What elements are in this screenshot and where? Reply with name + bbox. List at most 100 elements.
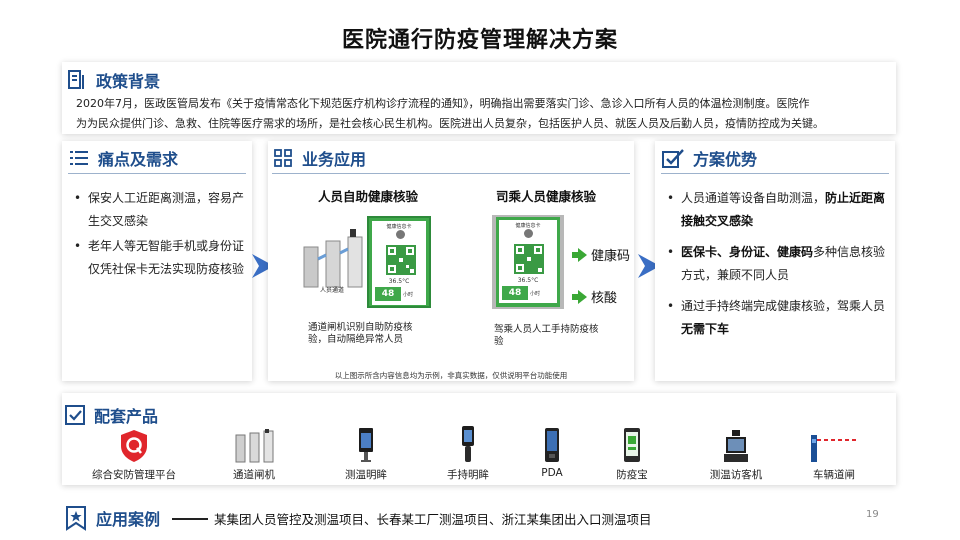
product-label: PDA xyxy=(541,467,563,479)
product-item: 防疫宝 xyxy=(582,423,682,482)
list-item: 通过手持终端完成健康核验，驾乘人员无需下车 xyxy=(665,295,890,341)
avatar xyxy=(396,230,405,239)
epidemic-device-icon xyxy=(624,428,640,462)
nucleic-label: 核酸 xyxy=(570,287,617,306)
product-label: 防疫宝 xyxy=(616,469,648,481)
product-label: 手持明眸 xyxy=(447,469,489,481)
item-text: 通过手持终端完成健康核验，驾乘人员 xyxy=(681,299,886,313)
avatar xyxy=(524,229,533,238)
cases-dash xyxy=(172,518,208,520)
list-icon xyxy=(70,151,88,165)
temperature-terminal-icon xyxy=(359,428,373,462)
document-icon xyxy=(68,70,84,89)
business-heading: 业务应用 xyxy=(302,150,367,169)
pain-heading: 痛点及需求 xyxy=(98,150,179,169)
bookmark-star-icon xyxy=(66,506,86,531)
pain-header: 痛点及需求 xyxy=(68,146,178,170)
barrier-gate-icon xyxy=(811,435,857,462)
nucleic-text: 核酸 xyxy=(591,291,618,306)
list-item: 医保卡、身份证、健康码多种信息核验方式，兼顾不同人员 xyxy=(665,241,890,287)
advantage-list: 人员通道等设备自助测温，防止近距离接触交叉感染 医保卡、身份证、健康码多种信息核… xyxy=(665,187,890,349)
list-item: 人员通道等设备自助测温，防止近距离接触交叉感染 xyxy=(665,187,890,233)
product-item: 综合安防管理平台 xyxy=(84,423,184,482)
products-header: 配套产品 xyxy=(64,403,158,427)
self-check-caption: 通道闸机识别自助防疫核验，自动隔绝异常人员 xyxy=(308,322,413,345)
page-number: 19 xyxy=(866,509,879,520)
product-item: 测温明眸 xyxy=(316,423,416,482)
item-text: 人员通道等设备自助测温， xyxy=(681,191,826,205)
visitor-kiosk-icon xyxy=(724,430,748,462)
product-item: 通道闸机 xyxy=(204,423,304,482)
turnstile-illustration xyxy=(303,229,363,288)
turnstile-icon xyxy=(235,429,274,463)
health-code-label: 健康码 xyxy=(570,245,630,264)
green-arrow-icon xyxy=(572,247,587,262)
temperature-value: 36.5°C xyxy=(517,277,539,284)
pain-list: 保安人工近距离测温，容易产生交叉感染 老年人等无智能手机或身份证仅凭社保卡无法实… xyxy=(72,187,244,283)
disclaimer-note: 以上图示所含内容信息均为示例，非真实数据，仅供说明平台功能使用 xyxy=(334,371,568,380)
grid-icon xyxy=(274,149,292,167)
page-title: 医院通行防疫管理解决方案 xyxy=(341,28,618,53)
pain-card: 痛点及需求 保安人工近距离测温，容易产生交叉感染 老年人等无智能手机或身份证仅凭… xyxy=(62,141,252,381)
qr-code-icon xyxy=(514,244,544,274)
item-highlight: 无需下车 xyxy=(681,322,730,336)
health-code-screen: 健康信息卡 36.5°C 48 小时 xyxy=(367,216,431,308)
checkbox-icon xyxy=(65,405,85,425)
item-highlight: 防止近距离接触交叉感染 xyxy=(681,191,886,228)
policy-header: 政策背景 xyxy=(66,68,160,92)
temperature-value: 36.5°C xyxy=(388,278,410,285)
cases-heading: 应用案例 xyxy=(96,510,161,529)
product-item: 车辆道闸 xyxy=(784,423,884,482)
health-code-text: 健康码 xyxy=(591,249,631,264)
divider xyxy=(272,173,630,174)
arrow-right-icon xyxy=(638,254,660,278)
product-item: 手持明眸 xyxy=(418,423,518,482)
product-item: 测温访客机 xyxy=(686,423,786,482)
hours-number: 48 xyxy=(381,289,395,299)
gate-label: 人员通道 xyxy=(320,287,345,294)
item-highlight: 医保卡、身份证、健康码 xyxy=(681,245,814,259)
policy-line-1: 2020年7月，医政医管局发布《关于疫情常态化下规范医疗机构诊疗流程的通知》，明… xyxy=(76,97,810,110)
screen-header: 健康信息卡 xyxy=(515,223,541,229)
list-item: 老年人等无智能手机或身份证仅凭社保卡无法实现防疫核验 xyxy=(72,235,244,281)
list-item: 保安人工近距离测温，容易产生交叉感染 xyxy=(72,187,244,233)
advantage-header: 方案优势 xyxy=(661,146,757,170)
green-arrow-icon xyxy=(572,289,587,304)
handheld-terminal-icon xyxy=(462,426,474,462)
product-label: 通道闸机 xyxy=(233,469,275,481)
policy-text: 2020年7月，医政医管局发布《关于疫情常态化下规范医疗机构诊疗流程的通知》，明… xyxy=(76,94,891,134)
product-label: 车辆道闸 xyxy=(813,469,855,481)
qr-code-icon xyxy=(386,245,416,275)
driver-health-code-screen: 健康信息卡 36.5°C 48 小时 xyxy=(492,215,564,309)
cases-text: 某集团人员管控及测温项目、长春某工厂测温项目、浙江某集团出入口测温项目 xyxy=(214,512,652,527)
hours-unit: 小时 xyxy=(530,291,541,297)
item-text: 多种信息核验方式，兼顾不同人员 xyxy=(681,245,886,282)
screen-header: 健康信息卡 xyxy=(386,224,412,230)
driver-check-title: 司乘人员健康核验 xyxy=(496,189,597,204)
cases-header: 应用案例 xyxy=(64,505,160,531)
products-heading: 配套产品 xyxy=(94,407,159,426)
divider xyxy=(68,173,246,174)
driver-check-caption: 驾乘人员人工手持防疫核验 xyxy=(494,324,599,347)
hours-unit: 小时 xyxy=(403,292,414,298)
hours-number: 48 xyxy=(508,288,522,298)
divider xyxy=(661,173,889,174)
business-header: 业务应用 xyxy=(272,146,366,170)
arrow-right-icon xyxy=(252,254,274,278)
advantage-card: 方案优势 人员通道等设备自助测温，防止近距离接触交叉感染 医保卡、身份证、健康码… xyxy=(655,141,895,381)
check-square-icon xyxy=(662,149,684,168)
products-card: 配套产品 综合安防管理平台 通道闸机 测温明眸 手持明眸 PDA 防疫宝 测温访… xyxy=(62,393,896,485)
product-label: 综合安防管理平台 xyxy=(92,469,176,481)
product-label: 测温明眸 xyxy=(345,469,387,481)
product-label: 测温访客机 xyxy=(709,469,763,481)
self-check-title: 人员自助健康核验 xyxy=(318,189,419,204)
pda-icon xyxy=(545,428,559,462)
product-item: PDA xyxy=(502,423,602,479)
advantage-heading: 方案优势 xyxy=(693,150,758,169)
hours-badge: 48 xyxy=(502,286,528,300)
policy-line-2: 为为民众提供门诊、急救、住院等医疗需求的场所，是社会核心民生机构。医院进出人员复… xyxy=(76,117,824,130)
policy-card: 政策背景 2020年7月，医政医管局发布《关于疫情常态化下规范医疗机构诊疗流程的… xyxy=(62,62,896,134)
shield-icon xyxy=(121,430,147,462)
policy-heading: 政策背景 xyxy=(96,72,161,91)
hours-badge: 48 xyxy=(375,287,401,301)
